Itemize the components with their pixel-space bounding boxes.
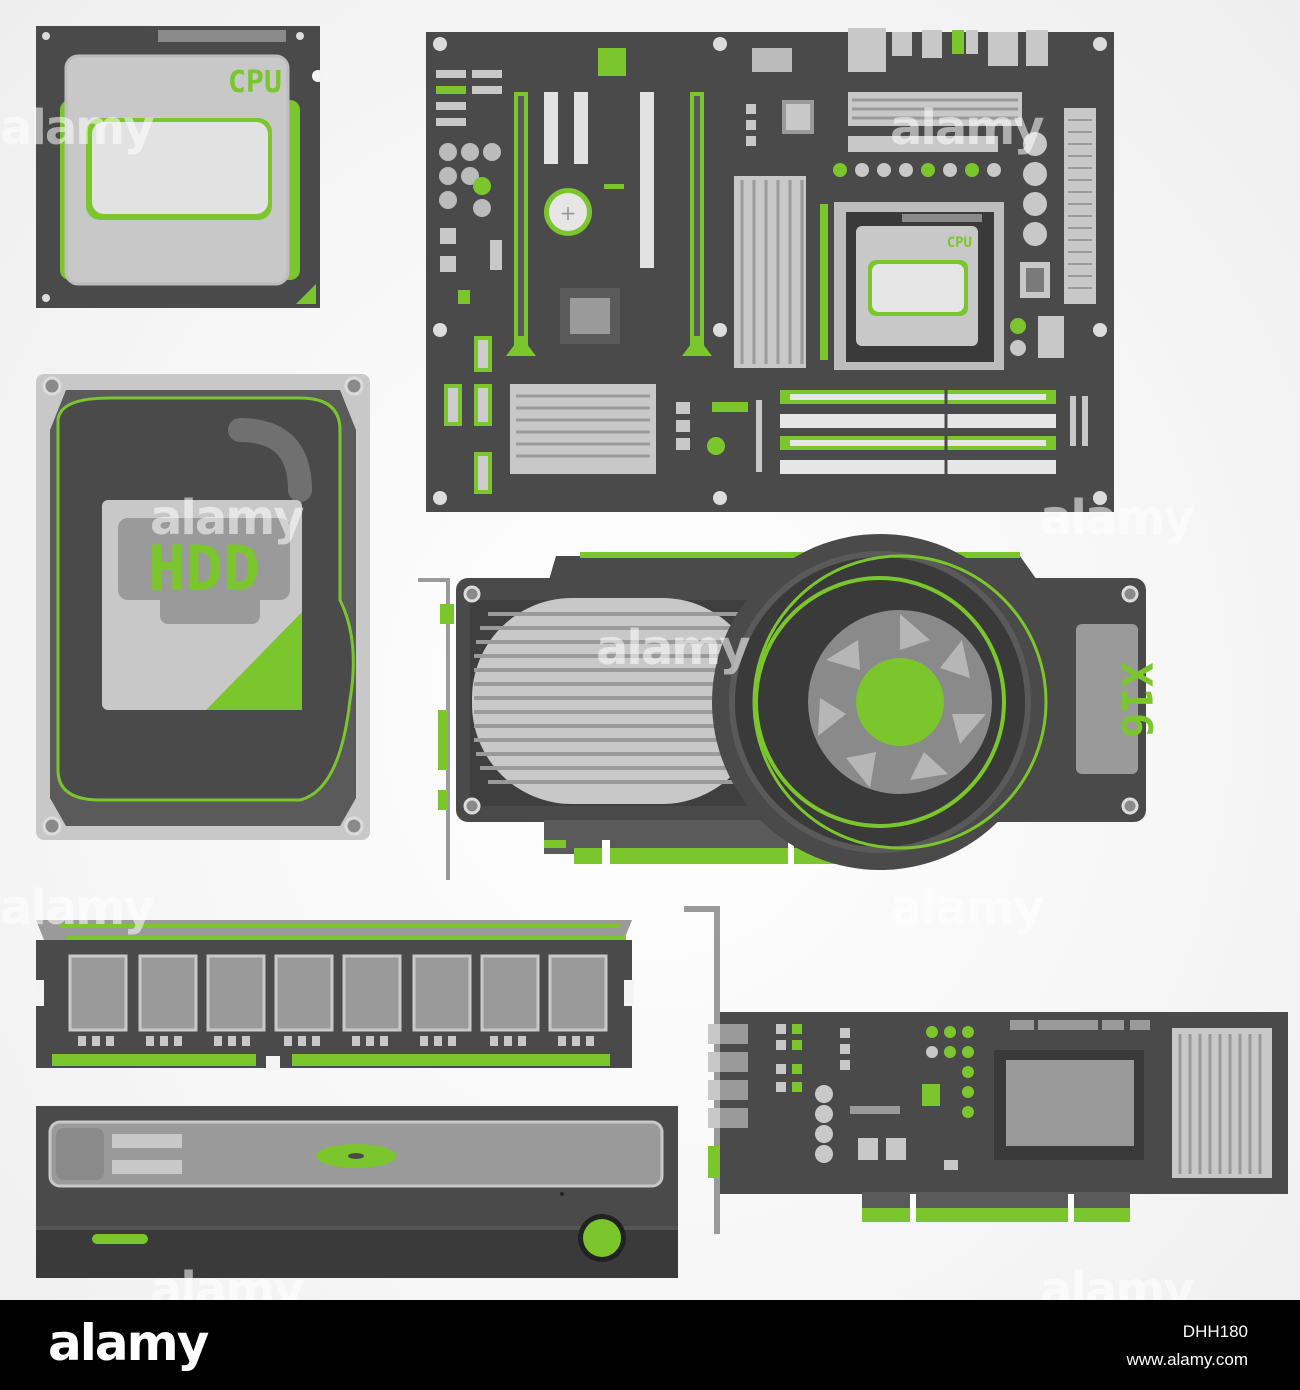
optical-drive bbox=[36, 1106, 678, 1278]
mounting-hole bbox=[433, 37, 1107, 505]
ram-module bbox=[34, 920, 634, 1070]
footer-url: www.alamy.com bbox=[1126, 1350, 1248, 1369]
graphics-card: X16 bbox=[418, 534, 1161, 880]
cpu-chip: CPU bbox=[36, 26, 324, 308]
fan-icon bbox=[808, 610, 992, 794]
motherboard: + bbox=[426, 28, 1114, 512]
footer-bar: alamy DHH180 www.alamy.com bbox=[0, 1300, 1300, 1390]
illustration-canvas: CPU bbox=[0, 0, 1300, 1300]
hard-disk-drive: HDD bbox=[36, 374, 370, 840]
socket-cpu-label: CPU bbox=[947, 235, 972, 251]
hardware-illustration: CPU bbox=[34, 26, 1288, 1278]
cpu-label: CPU bbox=[228, 65, 282, 100]
footer-logo: alamy bbox=[48, 1314, 209, 1372]
image-id: DHH180 bbox=[1182, 1322, 1248, 1341]
ram-slots bbox=[780, 388, 1056, 476]
hdd-label: HDD bbox=[148, 532, 260, 605]
expansion-card bbox=[684, 906, 1288, 1234]
gpu-slot-label: X16 bbox=[1112, 662, 1161, 738]
svg-text:+: + bbox=[560, 201, 577, 225]
